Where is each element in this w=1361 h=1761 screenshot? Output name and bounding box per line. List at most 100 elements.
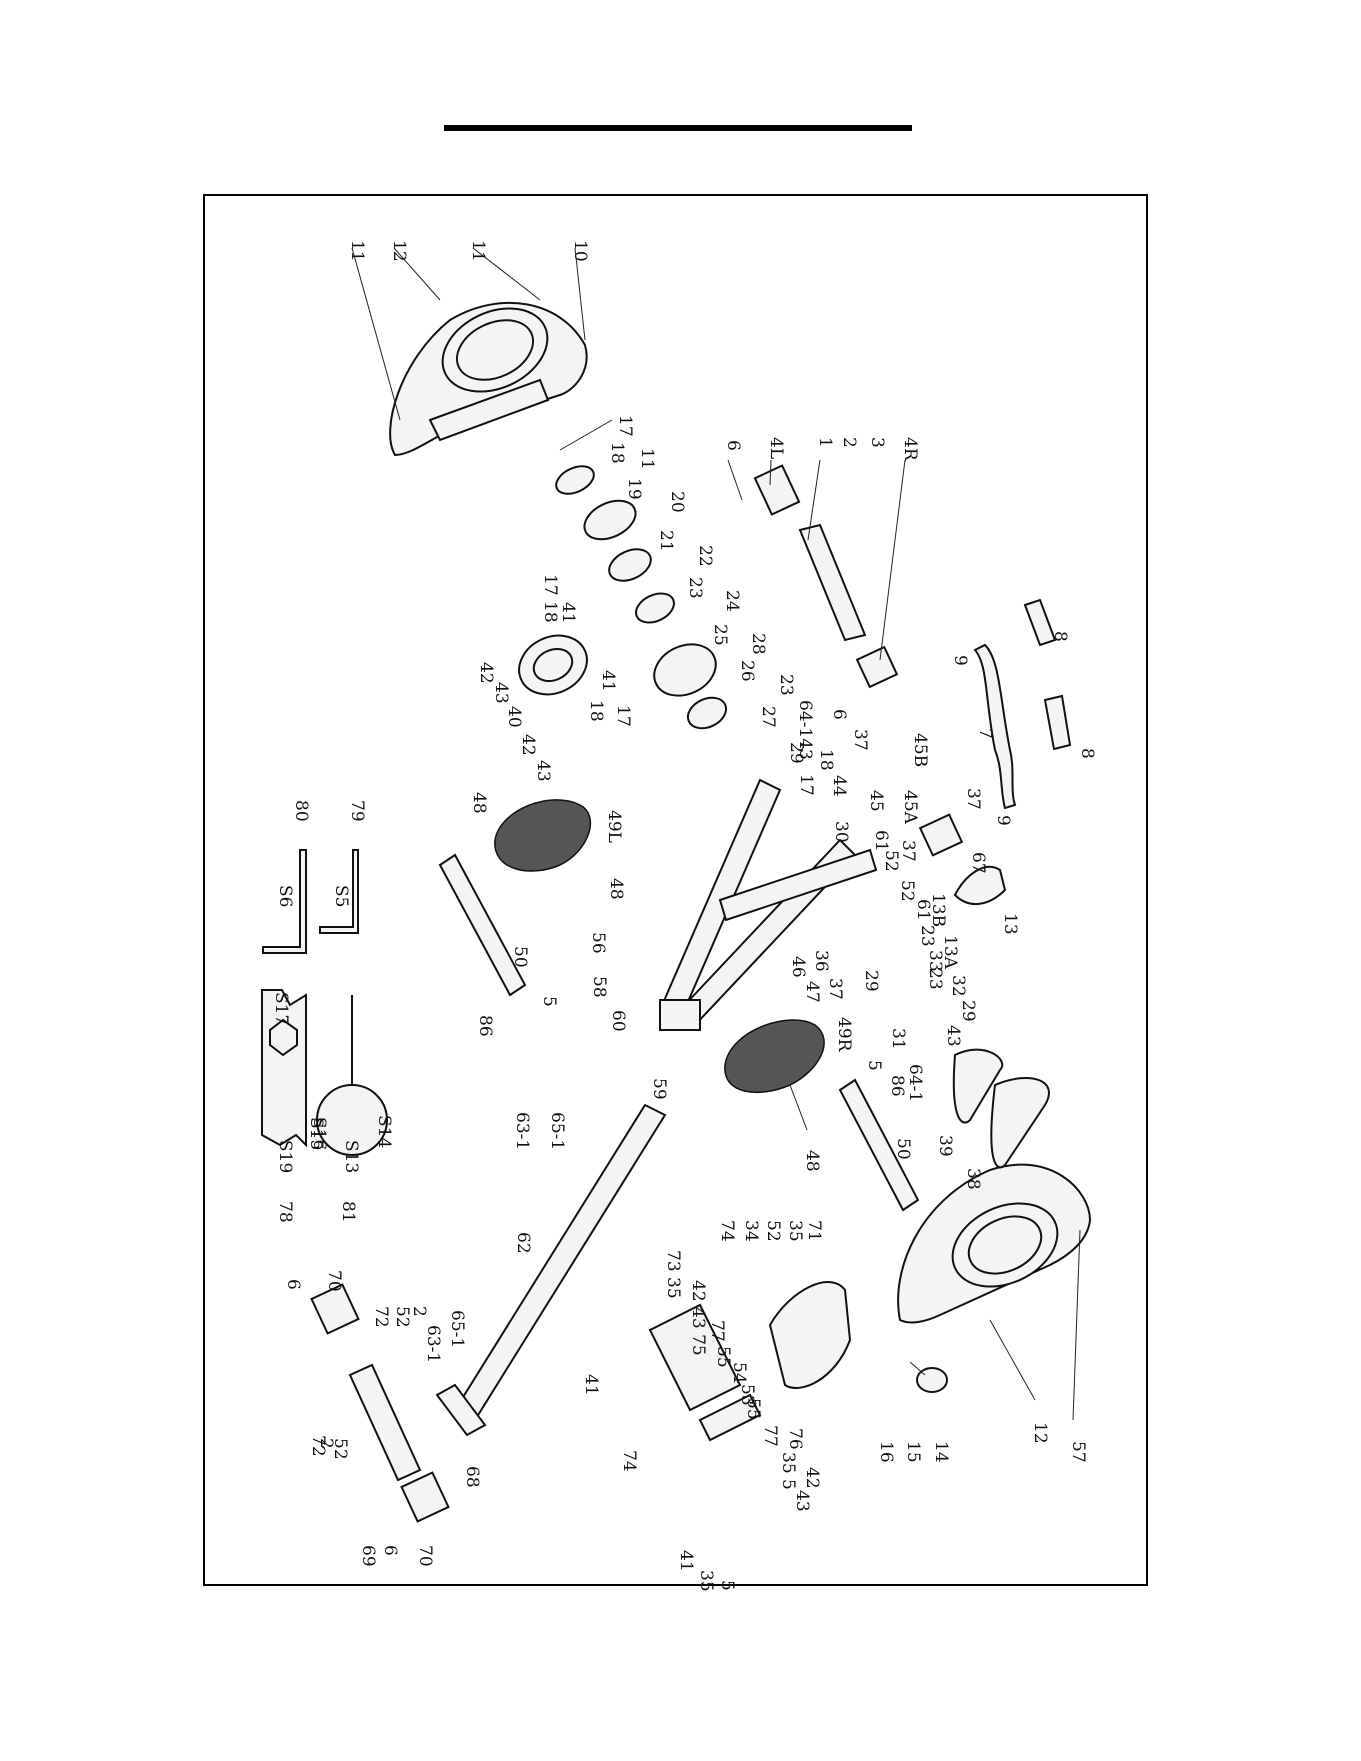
part-label-18: 27: [758, 706, 778, 728]
console: [918, 813, 1007, 905]
part-label-96: S13: [341, 1140, 361, 1173]
part-label-134: 72: [371, 1306, 391, 1328]
part-label-82: 5: [864, 1060, 884, 1071]
part-label-6: 11: [637, 448, 657, 470]
part-label-52: 23: [925, 968, 945, 990]
leader-lines: [351, 247, 1081, 1421]
part-label-138: 63-1: [423, 1325, 443, 1363]
part-label-10: 22: [695, 545, 715, 567]
part-label-122: 41: [581, 1374, 601, 1396]
part-label-143: 69: [358, 1545, 378, 1567]
part-label-69: 18: [586, 700, 606, 722]
part-label-46: 61: [913, 899, 933, 921]
part-label-40: 37: [898, 840, 918, 862]
part-label-65: 42: [476, 662, 496, 684]
part-label-127: 16: [876, 1441, 896, 1463]
part-label-45: 52: [897, 880, 917, 902]
wrench-tool: [261, 989, 307, 1148]
part-label-16: 23: [776, 674, 796, 696]
part-label-83: 48: [802, 1150, 822, 1172]
part-label-21: 17: [796, 774, 816, 796]
part-label-116: 55: [743, 1398, 763, 1420]
part-label-59: 37: [825, 978, 845, 1000]
part-label-22: 44: [829, 775, 849, 797]
part-label-107: 52: [763, 1220, 783, 1242]
part-label-36: 45B: [910, 733, 930, 767]
part-label-85: 50: [510, 946, 530, 968]
part-label-55: 31: [888, 1028, 908, 1050]
part-label-78: 60: [608, 1010, 628, 1032]
part-label-29: 6: [829, 709, 849, 720]
diagram-frame: [203, 194, 1148, 1586]
part-label-79: 59: [649, 1078, 669, 1100]
part-label-71: 42: [518, 734, 538, 756]
part-label-76: 56: [588, 932, 608, 954]
part-label-145: 70: [415, 1545, 435, 1567]
part-label-93: S15: [306, 1117, 326, 1150]
part-label-114: 54: [729, 1362, 749, 1384]
part-label-136: 2: [409, 1306, 429, 1317]
part-label-119: 35 5: [778, 1452, 798, 1490]
part-label-103: 39: [935, 1135, 955, 1157]
drive-belt: [952, 1048, 1050, 1169]
part-label-43: 52: [881, 850, 901, 872]
left-cover-shroud: [389, 301, 588, 457]
part-label-48: 23: [917, 925, 937, 947]
part-label-34: 9: [993, 815, 1013, 826]
part-label-88: 80: [291, 800, 311, 822]
part-label-11: 23: [685, 577, 705, 599]
part-label-130: 12: [1030, 1422, 1050, 1444]
part-label-131: 57: [1068, 1441, 1088, 1463]
part-label-109: 71: [804, 1220, 824, 1242]
part-label-30: 8: [1050, 631, 1070, 642]
part-label-115: 53: [737, 1384, 757, 1406]
part-label-87: 86: [475, 1015, 495, 1037]
part-label-91: S5: [331, 885, 351, 907]
main-frame: [658, 778, 878, 1031]
part-label-86: 5: [539, 996, 559, 1007]
part-label-81: 86: [887, 1075, 907, 1097]
part-label-89: 79: [347, 800, 367, 822]
part-label-110: 73 35: [663, 1250, 683, 1299]
part-label-73: 48: [469, 792, 489, 814]
part-label-80: 49R: [834, 1017, 854, 1053]
part-label-64: 41: [558, 602, 578, 624]
part-label-35: 37: [850, 729, 870, 751]
part-label-125: 35: [696, 1570, 716, 1592]
part-label-58: 36: [811, 950, 831, 972]
part-label-106: 34: [741, 1220, 761, 1242]
allen-key-s6: [262, 849, 307, 954]
part-label-27: 3: [867, 437, 887, 448]
part-label-92: S17: [271, 992, 291, 1025]
part-label-140: 52: [330, 1438, 350, 1460]
part-label-144: 6: [380, 1545, 400, 1556]
part-label-14: 28: [748, 633, 768, 655]
pedal-arm-left: [438, 853, 527, 997]
part-label-84: 50: [893, 1138, 913, 1160]
part-label-101: 65-1: [547, 1112, 567, 1150]
title-rule: [444, 125, 912, 131]
part-label-112: 77: [707, 1320, 727, 1342]
part-label-111: 42 43 75: [688, 1280, 708, 1356]
rail-beam: [435, 1103, 667, 1437]
part-label-139: 72: [308, 1435, 328, 1457]
part-label-97: S14: [374, 1115, 394, 1148]
part-label-7: 19: [624, 478, 644, 500]
part-label-51: 33: [925, 950, 945, 972]
part-label-3: 10: [570, 240, 590, 262]
seat: [648, 1281, 852, 1442]
part-label-113: 55: [713, 1346, 733, 1368]
part-label-129: 14: [931, 1441, 951, 1463]
part-label-121: 43: [792, 1490, 812, 1512]
part-label-67: 40: [504, 706, 524, 728]
part-label-9: 21: [656, 530, 676, 552]
part-label-13: 25: [710, 624, 730, 646]
part-label-25: 1: [815, 437, 835, 448]
part-label-57: 64-1: [905, 1064, 925, 1102]
part-label-44: 67: [968, 852, 988, 874]
part-label-135: 52: [392, 1306, 412, 1328]
part-label-126: 5: [717, 1580, 737, 1591]
part-label-108: 35: [785, 1220, 805, 1242]
